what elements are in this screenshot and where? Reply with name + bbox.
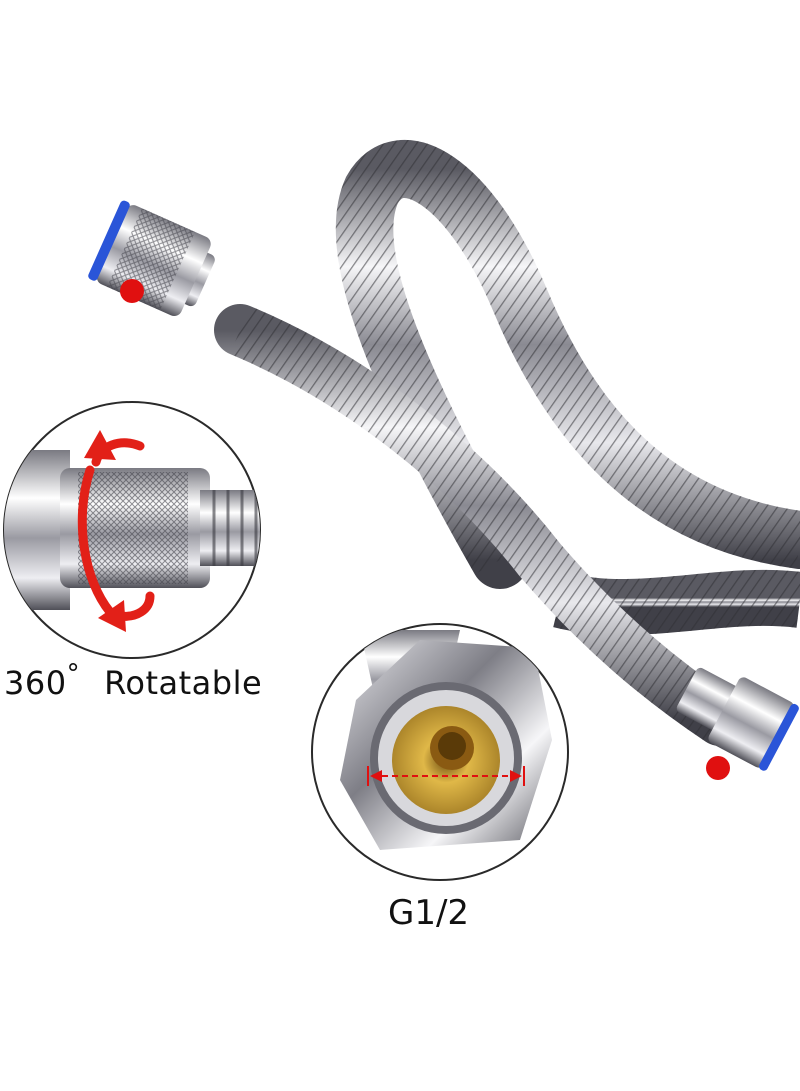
dimension-arrow-icon bbox=[367, 766, 525, 786]
hose-fitting-bottom bbox=[676, 667, 799, 771]
rotation-value: 360 bbox=[4, 664, 67, 702]
rotatable-caption: 360° Rotatable bbox=[4, 659, 263, 702]
hose-main bbox=[214, 304, 746, 746]
degree-symbol: ° bbox=[66, 659, 81, 689]
hose-back-loop bbox=[335, 140, 800, 636]
rotation-detail-circle bbox=[3, 401, 261, 659]
marker-dot-top bbox=[120, 279, 144, 303]
thread-size-caption: G1/2 bbox=[388, 893, 470, 933]
rotatable-label: Rotatable bbox=[104, 664, 263, 702]
hose-fitting-top bbox=[88, 200, 215, 317]
marker-dot-bottom bbox=[706, 756, 730, 780]
thread-detail-circle bbox=[311, 623, 569, 881]
